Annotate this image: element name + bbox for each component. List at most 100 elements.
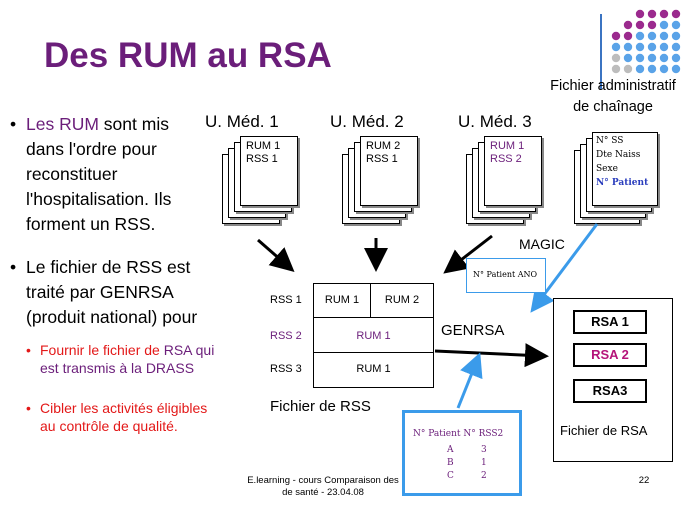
- chain-cell: A: [447, 445, 454, 455]
- admin-document-stack: N° SS Dte Naiss Sexe N° Patient: [574, 132, 664, 232]
- decorative-dot: [659, 53, 669, 63]
- unit-2-document-stack: RUM 2 RSS 1: [342, 136, 422, 226]
- decorative-dot: [659, 31, 669, 41]
- decorative-dot: [623, 53, 633, 63]
- bullet-2: • Le fichier de RSS est traité par GENRS…: [10, 255, 200, 340]
- unit-1-label: U. Méd. 1: [205, 112, 279, 131]
- sub-bullet-dot: •: [26, 400, 31, 416]
- decorative-dot: [671, 20, 681, 30]
- chain-col-patient: A B C: [447, 444, 454, 483]
- rsa-3-box: RSA3: [573, 379, 647, 403]
- decorative-dot: [647, 9, 657, 19]
- chain-cell: 2: [481, 471, 487, 481]
- rss-cell: RUM 1: [324, 294, 360, 306]
- decorative-dot: [659, 64, 669, 74]
- unit-1-document-stack: RUM 1 RSS 1: [222, 136, 302, 226]
- decorative-dot: [671, 9, 681, 19]
- rsa-2-box: RSA 2: [573, 343, 647, 367]
- decorative-dot: [647, 31, 657, 41]
- decorative-dot: [659, 9, 669, 19]
- decorative-dot: [635, 53, 645, 63]
- decorative-dot: [611, 53, 621, 63]
- admin-sheet-line3: Sexe: [596, 164, 618, 174]
- decorative-dot: [611, 31, 621, 41]
- bullet-1-content: Les RUM: [26, 114, 99, 134]
- footer-line2: de santé - 23.04.08: [282, 487, 364, 498]
- admin-sheet-line1: N° SS: [596, 136, 624, 146]
- decorative-dot: [647, 64, 657, 74]
- rsa-1-box: RSA 1: [573, 310, 647, 334]
- unit-2-doc-line2: RSS 1: [366, 153, 398, 165]
- decorative-dot: [635, 42, 645, 52]
- patient-ano-box: N° Patient ANO: [466, 258, 546, 293]
- arrow-magic: [530, 223, 599, 313]
- unit-2-label: U. Méd. 2: [330, 112, 404, 131]
- decorative-dot: [635, 20, 645, 30]
- decorative-dot: [647, 53, 657, 63]
- unit-2-doc-line1: RUM 2: [366, 140, 401, 152]
- decorative-dots-icon: [611, 9, 681, 74]
- slide-title: Des RUM au RSA: [44, 36, 332, 75]
- bullet-1-text: Les RUM sont mis dans l'ordre pour recon…: [26, 114, 172, 234]
- admin-file-label: Fichier administratif de chaînage: [543, 76, 683, 118]
- decorative-dot: [611, 42, 621, 52]
- rsa-file-caption: Fichier de RSA: [560, 423, 648, 438]
- sub-bullet-1-part3: qui est transmis à la DRASS: [40, 342, 215, 376]
- decorative-dot: [671, 42, 681, 52]
- rss-cell: RUM 2: [384, 294, 420, 306]
- rss-table: RUM 1 RUM 2 RUM 1 RUM 1: [313, 283, 434, 388]
- patient-ano-text: N° Patient ANO: [473, 270, 538, 279]
- unit-3-doc-line2: RSS 2: [490, 153, 522, 165]
- chain-header-patient: N° Patient: [413, 429, 461, 439]
- decorative-dot: [635, 9, 645, 19]
- chain-col-rss: 3 1 2: [481, 444, 487, 483]
- admin-sheet-line2: Dte Naiss: [596, 150, 641, 160]
- rss-cell: RUM 1: [356, 363, 391, 375]
- genrsa-label: GENRSA: [441, 322, 505, 339]
- chain-cell: 1: [481, 458, 487, 468]
- bullet-dot: •: [10, 257, 17, 277]
- decorative-dot: [623, 64, 633, 74]
- decorative-dot: [671, 31, 681, 41]
- decorative-dot: [623, 20, 633, 30]
- rss-row-2-label: RSS 2: [270, 330, 302, 342]
- decorative-dot: [635, 31, 645, 41]
- rss-row-1-label: RSS 1: [270, 294, 302, 306]
- sub-bullet-1: • Fournir le fichier de RSA qui est tran…: [26, 341, 216, 393]
- divider: [600, 14, 602, 89]
- sub-bullet-1-text: Fournir le fichier de RSA qui est transm…: [40, 341, 220, 377]
- unit-3-doc-line1: RUM 1: [490, 140, 525, 152]
- chain-header-rss: N° RSS2: [463, 429, 504, 439]
- bullet-2-text: Le fichier de RSS est traité par GENRSA …: [26, 257, 198, 327]
- sub-bullet-dot: •: [26, 342, 31, 358]
- chain-cell: C: [447, 471, 454, 481]
- decorative-dot: [623, 42, 633, 52]
- rsa-file-box: RSA 1 RSA 2 RSA3 Fichier de RSA: [553, 298, 673, 462]
- unit-1-doc-line2: RSS 1: [246, 153, 278, 165]
- unit-1-doc-line1: RUM 1: [246, 140, 281, 152]
- arrow-unit3: [443, 234, 493, 274]
- decorative-dot: [659, 42, 669, 52]
- rss-row-3-label: RSS 3: [270, 363, 302, 375]
- decorative-dot: [647, 42, 657, 52]
- decorative-dot: [623, 31, 633, 41]
- unit-3-label: U. Méd. 3: [458, 112, 532, 131]
- bullet-1: • Les RUM sont mis dans l'ordre pour rec…: [10, 112, 200, 242]
- rss-file-caption: Fichier de RSS: [270, 398, 371, 415]
- decorative-dot: [647, 20, 657, 30]
- arrow-genrsa: [434, 343, 549, 368]
- sub-bullet-2-text: Cibler les activités éligibles au contrô…: [40, 400, 208, 434]
- admin-sheet-line4: N° Patient: [596, 178, 649, 188]
- chain-header: N° Patient N° RSS2: [413, 429, 503, 439]
- admin-file-label-line1: Fichier administratif: [550, 78, 676, 94]
- decorative-dot: [659, 20, 669, 30]
- decorative-dot: [671, 64, 681, 74]
- decorative-dot: [635, 64, 645, 74]
- decorative-dot: [611, 64, 621, 74]
- chain-table-box: N° Patient N° RSS2 A B C 3 1 2: [402, 410, 522, 496]
- decorative-dot: [671, 53, 681, 63]
- arrow-chain: [456, 352, 483, 409]
- arrow-unit1: [257, 238, 295, 272]
- footer-text: E.learning - cours Comparaison des de sa…: [238, 475, 408, 499]
